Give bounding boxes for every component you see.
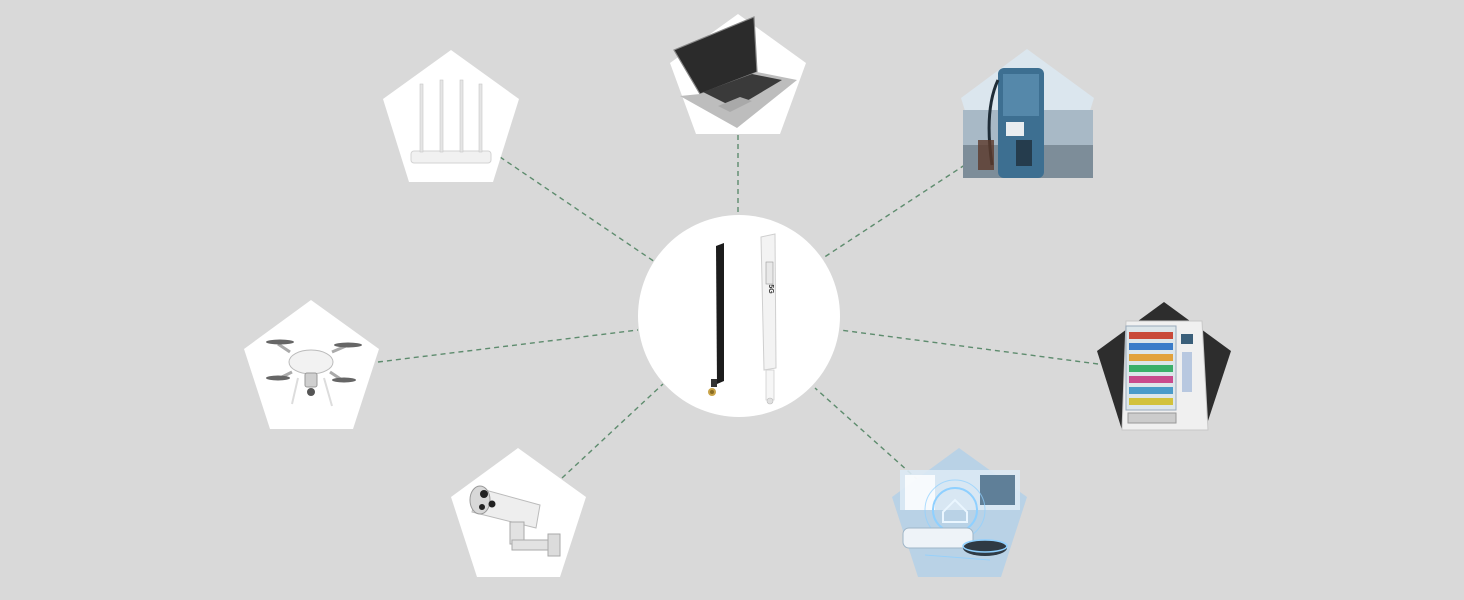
hub: 5G <box>638 215 840 417</box>
device-security-camera <box>451 448 586 577</box>
device-laptop <box>670 14 806 134</box>
white-antenna-icon: 5G <box>760 233 777 405</box>
connector-drone <box>377 329 639 363</box>
device-drone <box>244 300 379 429</box>
smart-home-icon <box>900 470 1020 561</box>
hub-circle <box>638 215 840 417</box>
connector-security-camera <box>561 383 664 479</box>
device-router <box>383 50 519 182</box>
device-ev-charger <box>961 49 1094 178</box>
antenna-5g-label: 5G <box>767 284 774 294</box>
drone-icon <box>266 339 362 407</box>
router-pentagon <box>383 50 519 182</box>
connector-router <box>499 156 656 263</box>
connectors <box>377 135 1099 481</box>
router-icon <box>410 79 492 164</box>
security-camera-icon <box>469 485 561 557</box>
vending-machine-icon <box>1121 320 1209 431</box>
vending-shelves <box>1129 332 1173 405</box>
black-antenna-icon <box>708 243 724 396</box>
device-vending-machine <box>1097 302 1231 431</box>
laptop-icon <box>673 16 797 128</box>
connector-vending-machine <box>839 329 1099 365</box>
connector-smart-home <box>814 387 919 481</box>
device-smart-home <box>892 448 1027 577</box>
connector-ev-charger <box>822 154 981 259</box>
ev-charger-icon <box>963 68 1093 178</box>
